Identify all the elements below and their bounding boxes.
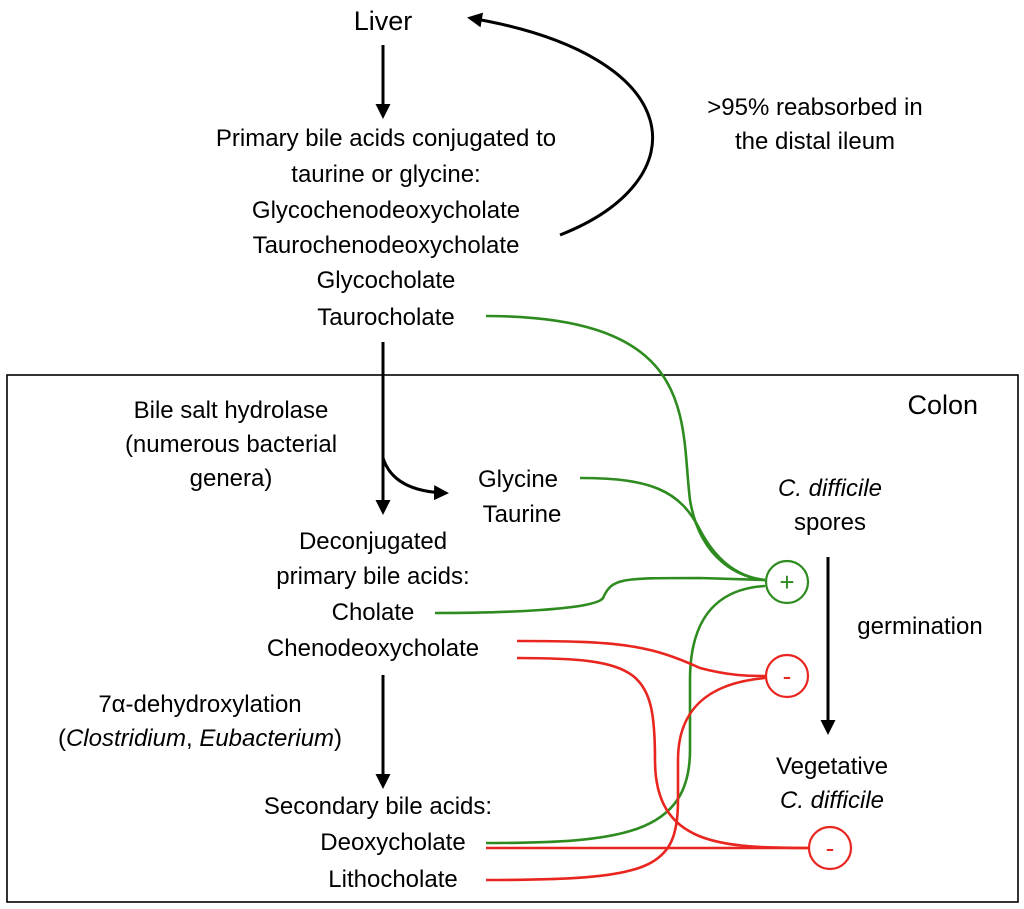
cheno-to-minus-bottom-curve: [516, 656, 811, 850]
cheno-to-minus-top-curve: [516, 639, 766, 678]
genus-clostridium: Clostridium: [66, 725, 186, 752]
colon-label: Colon: [907, 390, 978, 420]
primary-item: Glycocholate: [317, 267, 456, 294]
liver-label: Liver: [354, 6, 413, 36]
cholate-to-plus-curve: [434, 576, 766, 615]
genus-close-paren: ): [334, 725, 342, 752]
primary-item: Glycochenodeoxycholate: [252, 197, 520, 224]
glycine-to-plus-curve: [579, 476, 766, 582]
reabsorption-line1: >95% reabsorbed in: [707, 94, 922, 121]
deconjugated-heading-line2: primary bile acids:: [276, 563, 469, 590]
lithocholate-to-minus-top-curve: [485, 676, 766, 882]
minus-sign-top: -: [783, 661, 792, 691]
primary-heading-line1: Primary bile acids conjugated to: [216, 125, 556, 152]
hydrolase-line2: (numerous bacterial: [125, 431, 337, 458]
deconjugated-item: Cholate: [332, 599, 415, 626]
dehydroxylation-line2: (Clostridium, Eubacterium): [58, 725, 342, 752]
primary-item: Taurocholate: [317, 304, 454, 331]
primary-item: Taurochenodeoxycholate: [253, 232, 520, 259]
reabsorption-line2: the distal ileum: [735, 128, 895, 155]
inhibition-circle-bottom: [807, 825, 853, 871]
genus-eubacterium: Eubacterium: [199, 725, 334, 752]
deconjugated-heading-line1: Deconjugated: [299, 528, 447, 555]
vegetative-species: C. difficile: [780, 787, 884, 814]
primary-heading-line2: taurine or glycine:: [291, 161, 480, 188]
deconjugated-item: Chenodeoxycholate: [267, 635, 479, 662]
taurocholate-to-plus-curve: [485, 314, 766, 582]
stimulation-circle: [764, 559, 810, 605]
inhibition-circle-top: [764, 653, 810, 699]
vegetative-label: Vegetative: [776, 753, 888, 780]
secondary-item: Lithocholate: [328, 866, 457, 893]
germination-label: germination: [857, 613, 982, 640]
colon-region: [6, 374, 1019, 903]
secondary-heading: Secondary bile acids:: [264, 793, 492, 820]
release-arrow: [381, 457, 449, 501]
hydrolase-line3: genera): [190, 465, 273, 492]
reabsorption-arrow: [467, 12, 655, 237]
genus-comma: ,: [186, 725, 199, 752]
hydrolase-line1: Bile salt hydrolase: [134, 397, 329, 424]
spores-species: C. difficile: [778, 475, 882, 502]
dehydroxylation-line1: 7α-dehydroxylation: [98, 691, 301, 718]
glycine-label: Glycine: [478, 466, 558, 493]
taurine-label: Taurine: [483, 501, 562, 528]
minus-sign-bottom: -: [826, 833, 835, 863]
plus-sign: +: [779, 567, 794, 597]
deoxycholate-to-plus-curve: [485, 584, 766, 845]
secondary-item: Deoxycholate: [320, 829, 465, 856]
spores-label: spores: [794, 509, 866, 536]
genus-open-paren: (: [58, 725, 66, 752]
